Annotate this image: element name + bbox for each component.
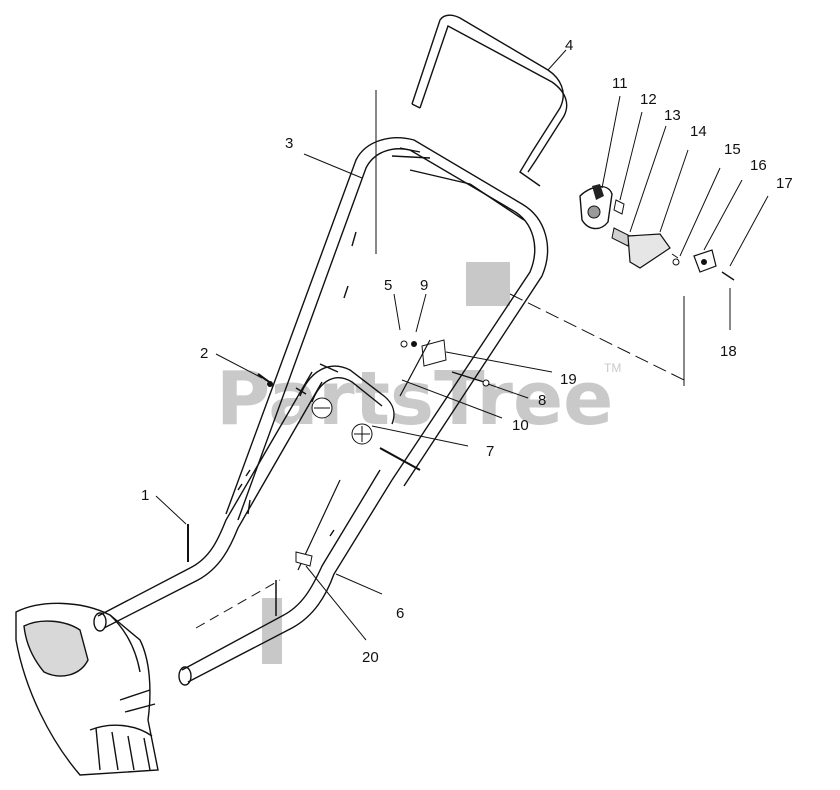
callout-9: 9 xyxy=(420,277,428,294)
small-hardware xyxy=(187,339,490,616)
leader-19 xyxy=(445,351,553,373)
control-housing xyxy=(579,184,735,281)
leader-9 xyxy=(415,293,427,333)
leader-13 xyxy=(629,125,667,233)
callout-7: 7 xyxy=(486,443,494,460)
mower-deck xyxy=(15,602,159,776)
leader-5 xyxy=(393,293,401,331)
middle-handle xyxy=(295,363,395,425)
leader-11 xyxy=(601,95,621,189)
callout-10: 10 xyxy=(512,417,529,434)
callout-8: 8 xyxy=(538,392,546,409)
callout-16: 16 xyxy=(750,157,767,174)
leader-6 xyxy=(335,573,383,595)
callout-19: 19 xyxy=(560,371,577,388)
callout-5: 5 xyxy=(384,277,392,294)
shadow-panels xyxy=(262,262,510,664)
leader-3 xyxy=(303,153,363,179)
callout-20: 20 xyxy=(362,649,379,666)
callout-17: 17 xyxy=(776,175,793,192)
alignment-line-upper xyxy=(509,293,685,381)
callout-11: 11 xyxy=(612,75,628,92)
leader-12 xyxy=(619,111,643,201)
bail-bar xyxy=(411,14,568,187)
leader-10 xyxy=(401,379,503,419)
leader-17 xyxy=(729,195,769,267)
lower-handle xyxy=(93,371,393,686)
shadow-panel-upper xyxy=(466,262,510,306)
callout-12: 12 xyxy=(640,91,657,108)
leader-8 xyxy=(487,383,529,399)
alignment-line-lower xyxy=(195,579,281,629)
upper-handle xyxy=(225,137,549,521)
callout-14: 14 xyxy=(690,123,707,140)
leader-lines xyxy=(155,49,769,641)
leader-4 xyxy=(547,49,567,71)
callout-3: 3 xyxy=(285,135,293,152)
watermark: PartsTree TM xyxy=(216,356,621,442)
leader-7 xyxy=(371,425,469,447)
callout-15: 15 xyxy=(724,141,741,158)
leader-15 xyxy=(679,167,721,257)
leader-16 xyxy=(703,179,743,251)
callout-13: 13 xyxy=(664,107,681,124)
leader-14 xyxy=(659,149,689,233)
callout-1: 1 xyxy=(141,487,149,504)
callout-18: 18 xyxy=(720,343,737,360)
callout-labels: 1 2 3 4 5 6 7 8 9 10 11 12 13 14 15 16 1… xyxy=(141,37,793,666)
watermark-trademark: TM xyxy=(604,361,621,375)
leader-20 xyxy=(305,565,367,641)
callout-4: 4 xyxy=(565,37,573,54)
callout-2: 2 xyxy=(200,345,208,362)
callout-6: 6 xyxy=(396,605,404,622)
shadow-panel-lower xyxy=(262,598,282,664)
leader-2 xyxy=(215,353,263,379)
leader-1 xyxy=(155,495,187,525)
